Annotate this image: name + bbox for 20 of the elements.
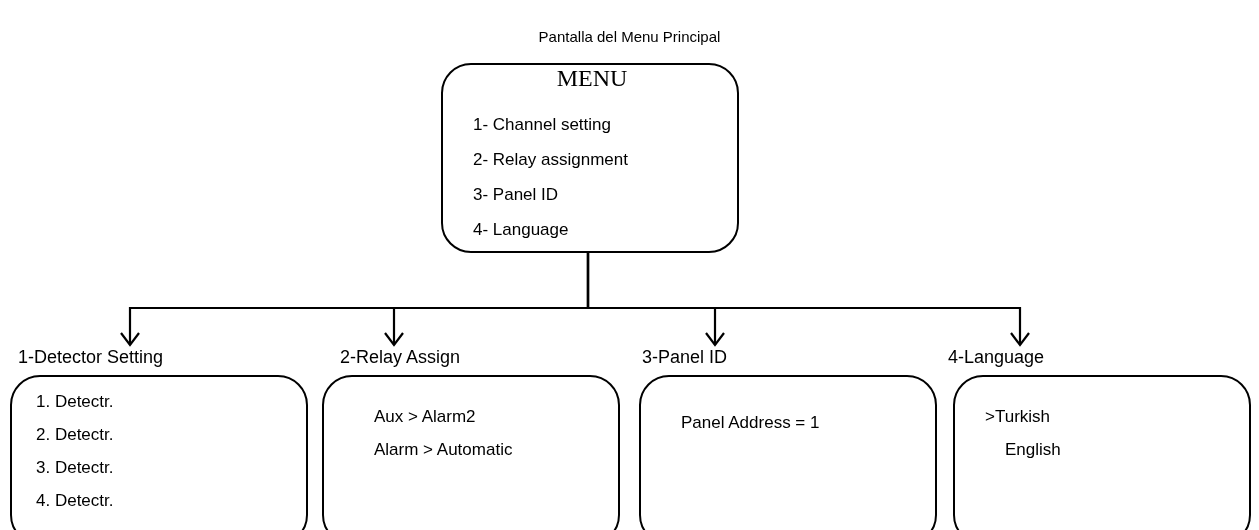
menu-heading: 3-Panel ID bbox=[642, 347, 728, 368]
menu-item: 3- Panel ID bbox=[473, 185, 559, 205]
menu-item: >Turkish bbox=[985, 407, 1051, 427]
menu-item: English bbox=[1005, 440, 1061, 460]
menu-item: 2. Detectr. bbox=[36, 425, 114, 445]
menu-heading: 2-Relay Assign bbox=[340, 347, 461, 368]
menu-heading: 4-Language bbox=[948, 347, 1045, 368]
menu-heading: 1-Detector Setting bbox=[18, 347, 164, 368]
arrow bbox=[586, 253, 1031, 347]
menu-item: 4- Language bbox=[473, 220, 569, 240]
menu-item: 1. Detectr. bbox=[36, 392, 114, 412]
diagram-title: Pantalla del Menu Principal bbox=[538, 28, 721, 45]
menu-item: 4. Detectr. bbox=[36, 491, 114, 511]
menu-item: 2- Relay assignment bbox=[473, 150, 628, 170]
menu-item: Aux > Alarm2 bbox=[374, 407, 476, 427]
menu-item: 3. Detectr. bbox=[36, 458, 114, 478]
menu-title: MENU bbox=[555, 65, 629, 92]
menu-item: Panel Address = 1 bbox=[681, 413, 820, 433]
menu-item: Alarm > Automatic bbox=[374, 440, 513, 460]
menu-item: 1- Channel setting bbox=[473, 115, 611, 135]
